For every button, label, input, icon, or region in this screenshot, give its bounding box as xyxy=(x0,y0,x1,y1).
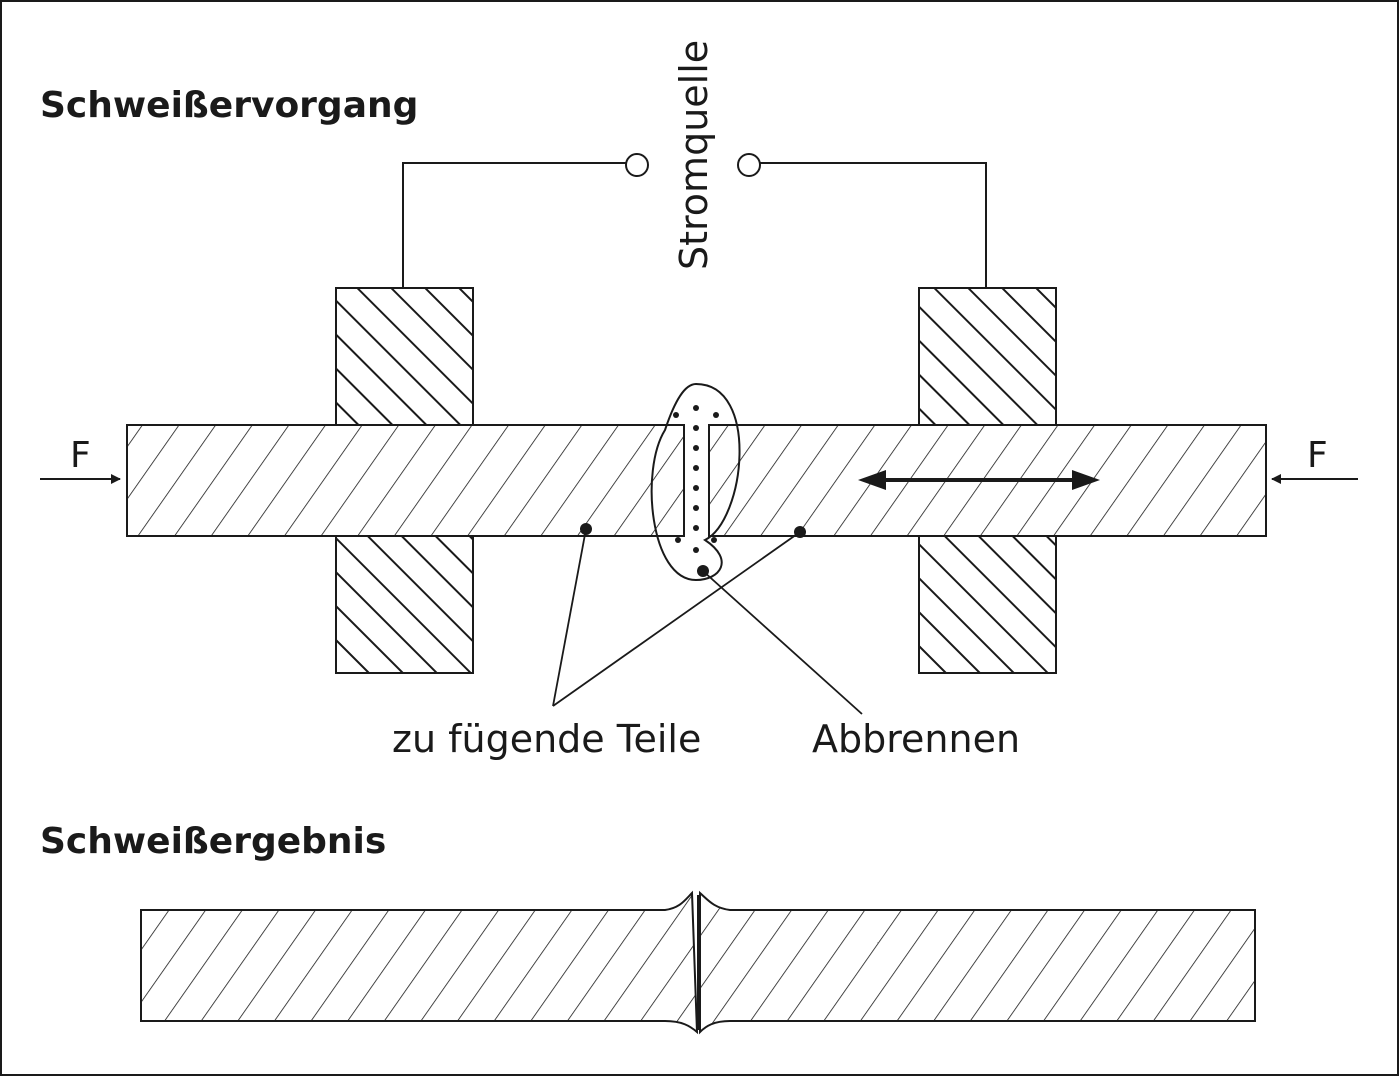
parts-label: zu fügende Teile xyxy=(392,717,701,761)
spark-dots xyxy=(673,405,719,553)
workpiece-left xyxy=(126,424,685,537)
electrode-top-right xyxy=(918,287,1057,426)
burn-off-label: Abbrennen xyxy=(812,717,1020,761)
leader-dot-left-part xyxy=(580,523,592,535)
heading-process: Schweißervorgang xyxy=(40,85,418,126)
leader-lines xyxy=(552,528,863,715)
force-label-right: F xyxy=(1307,435,1328,476)
result-bar-right xyxy=(699,890,1256,1035)
electrode-top-left xyxy=(335,287,474,426)
electrode-bottom-left xyxy=(335,535,474,674)
electrode-bottom-right xyxy=(918,535,1057,674)
heading-result: Schweißergebnis xyxy=(40,821,386,862)
force-label-left: F xyxy=(70,435,91,476)
power-source-wiring xyxy=(402,162,987,288)
movement-arrowhead-left xyxy=(858,470,886,490)
leader-dot-burn-off xyxy=(697,565,709,577)
terminal-right xyxy=(737,153,761,177)
leader-dot-right-part xyxy=(794,526,806,538)
terminal-left xyxy=(625,153,649,177)
movement-arrowhead-right xyxy=(1072,470,1100,490)
power-source-label: Stromquelle xyxy=(672,40,716,270)
result-bar-left xyxy=(140,890,699,1035)
